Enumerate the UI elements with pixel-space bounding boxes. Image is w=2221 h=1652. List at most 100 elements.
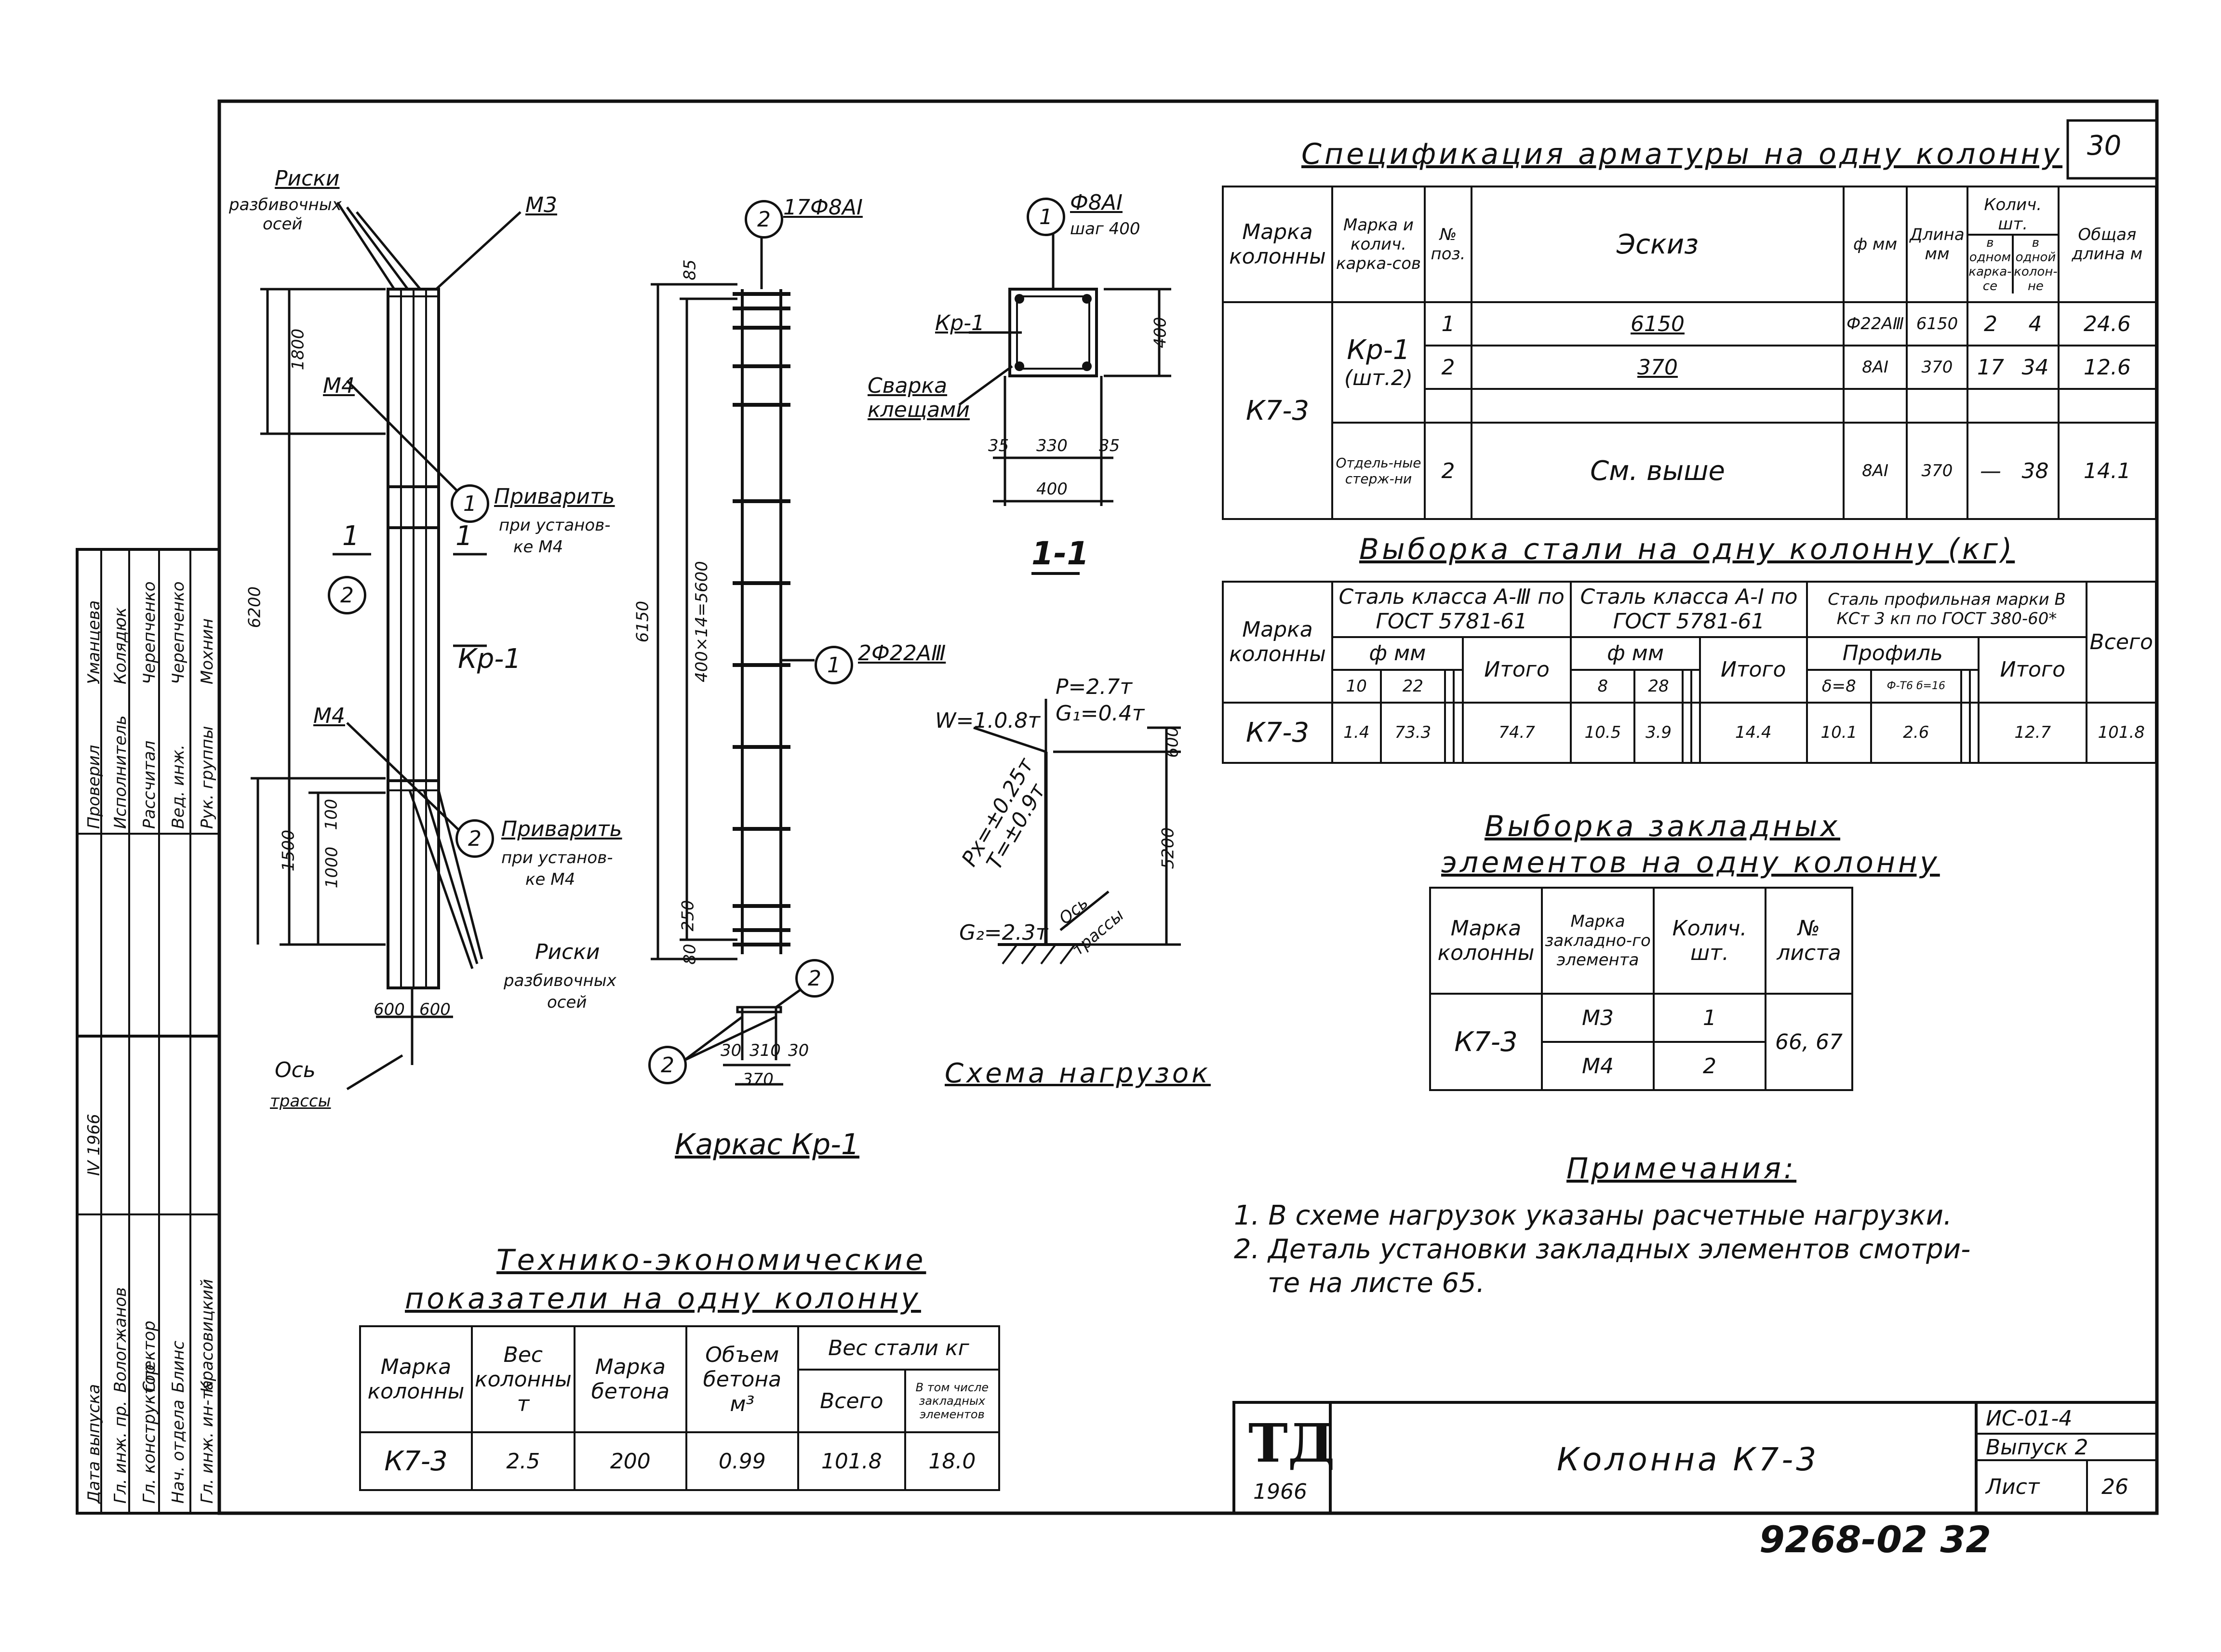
label-kp-column: Кр-1 [458,643,522,675]
spec-h-pos: № поз. [1424,186,1472,303]
spec-table: Марка колонны Марка и колич. карка-сов №… [1222,186,2157,520]
emb-sheets: 66, 67 [1765,993,1853,1091]
stamp-r9b: Вологжанов [111,1287,130,1393]
load-g2: G₂=2.3т [959,920,1048,945]
spec-h-qty-label: Колич. шт. [1984,195,2042,234]
steel-pt: Ф-Т6 б=16 [1870,668,1962,704]
frame-bar1: 2Ф22АⅢ [858,641,946,666]
detail-dim-30b: 30 [788,1041,809,1060]
spec-r3-qf: — [1980,458,2001,483]
section-dim-35a: 35 [988,436,1009,455]
spec-r2-diam: 8АⅠ [1842,345,1908,390]
tech-total: 101.8 [797,1431,906,1491]
spec-h-qty: Колич. шт. в одном карка-се в одной коло… [1966,186,2060,303]
note-2b: те на листе 65. [1268,1267,1485,1299]
title-logo: ТД [1248,1412,1335,1474]
stamp-r10a: Дата выпуска [84,1384,104,1504]
steel-h-prof: Профиль [1806,636,1980,671]
tech-mark: К7-3 [359,1431,473,1491]
label-m4-bottom: М4 [313,704,345,728]
spec-r2-pos: 2 [1424,345,1472,390]
stamp-r4a: Исполнитель [111,715,130,829]
detail-dim-30a: 30 [721,1041,742,1060]
steel-mark: К7-3 [1222,701,1333,764]
emb-h-qty: Колич. шт. [1653,887,1766,995]
stamp-r1a: Рук. группы [198,726,217,829]
section-weld-2: клещами [868,398,970,422]
label-m3: М3 [525,193,557,217]
stamp-r5b: Уманцева [84,600,104,684]
embedded-table: Марка колонны Марка закладно-го элемента… [1429,887,1853,1091]
frame-dim-6150: 6150 [633,600,653,643]
bubble-pos2-b: 2 [328,576,366,614]
steel-table: Марка колонны Сталь класса А-Ⅲ по ГОСТ 5… [1222,581,2157,764]
note-1: 1. В схеме нагрузок указаны расчетные на… [1234,1200,1952,1231]
dim-6200: 6200 [245,586,265,628]
spec-h-qty-col: в одной колон-не [2014,236,2058,293]
spec-column-mark: К7-3 [1222,301,1333,520]
frame-title: Каркас Кр-1 [675,1128,860,1161]
spec-h-sketch: Эскиз [1471,186,1845,303]
tech-h-concrete: Марка бетона [573,1325,687,1433]
spec-r3-diam: 8АⅠ [1842,422,1908,520]
axis-label-1: Ось [275,1058,316,1082]
steel-d22: 22 [1379,668,1446,704]
section-dim-400v: 400 [1151,317,1170,348]
riski-bot-1: Риски [535,940,600,964]
spec-r3-total: 14.1 [2057,422,2157,520]
steel-v22: 73.3 [1379,701,1446,764]
bubble-section-2: 1 [1027,198,1065,236]
spec-r1-total: 24.6 [2057,301,2157,346]
steel-d8: 8 [1570,668,1636,704]
steel-h-it3: Итого [1978,636,2088,704]
steel-v10: 1.4 [1331,701,1382,764]
section-step: шаг 400 [1070,219,1140,239]
steel-it2: 14.4 [1699,701,1808,764]
stamp-r2b: Черепченко [169,581,188,684]
riski-bot-2: разбивочных [504,971,616,990]
stamp-r2a: Вед. инж. [169,744,188,829]
steel-d28: 28 [1633,668,1684,704]
axis-label-2: трассы [270,1092,331,1111]
steel-v28: 3.9 [1633,701,1684,764]
stamp-r4b: Колядюк [111,607,130,684]
title-issue: Выпуск 2 [1986,1435,2088,1460]
dim-1800: 1800 [288,328,308,371]
stamp-r8b: Спектор [140,1320,159,1393]
spec-r3-pos: 2 [1424,422,1472,520]
emb-h-sheet: № листа [1765,887,1853,995]
spec-separate: Отдель-ные стерж-ни [1331,422,1426,520]
steel-h-it1: Итого [1461,636,1572,704]
steel-h-class3: Сталь класса А-Ⅲ по ГОСТ 5781-61 [1331,581,1572,638]
title-sheet-label: Лист [1986,1475,2040,1499]
weld2-b: при установ- [501,848,613,867]
section-weld-1: Сварка [868,373,948,398]
dim-1000: 1000 [322,846,342,889]
steel-v8: 10.5 [1570,701,1636,764]
spec-r2-total: 12.6 [2057,345,2157,390]
title-year: 1966 [1253,1479,1307,1504]
tech-h-steel: Вес стали кг [797,1325,1001,1371]
spec-h-col-mark: Марка колонны [1222,186,1333,303]
emb-h-col: Марка колонны [1429,887,1543,995]
load-dim-600: 600 [1163,726,1182,758]
spec-r1-sketch: 6150 [1471,301,1845,346]
section-mark-left: 1 [342,520,360,552]
spec-r3-qty: —38 [1966,422,2060,520]
emb-m3: М3 [1541,993,1655,1043]
stamp-r3a: Рассчитал [140,740,159,829]
tech-h-incl: В том числе закладных элементов [904,1369,1001,1433]
dim-100: 100 [321,799,341,830]
frame-dim-85: 85 [680,259,700,280]
detail-dim-310: 310 [749,1041,781,1060]
spec-r2-length: 370 [1906,345,1968,390]
spec-h-diam: ф мм [1842,186,1908,303]
steel-vp1: 10.1 [1806,701,1873,764]
riski-bot-3: осей [547,993,587,1012]
spec-r3-sketch: См. выше [1471,422,1845,520]
weld1-a: Приварить [494,484,615,509]
bubble-frame-1: 1 [815,646,853,684]
load-p: P=2.7т [1056,675,1133,699]
